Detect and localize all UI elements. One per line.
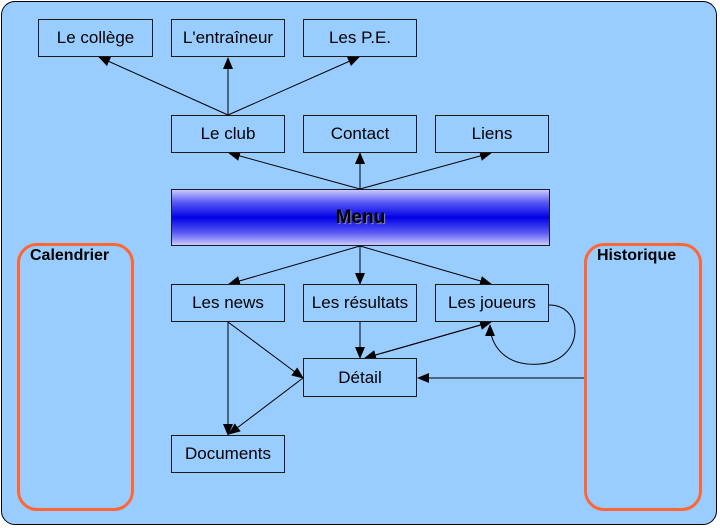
node-les-pe[interactable]: Les P.E. (303, 19, 417, 57)
node-label: Détail (338, 367, 382, 387)
node-label: Les P.E. (328, 28, 392, 47)
arrow-joueurs-self-loop (485, 304, 576, 365)
node-label: Le club (200, 124, 256, 143)
sidebar-calendrier-label: Calendrier (30, 247, 110, 264)
node-les-resultats[interactable]: Les résultats (303, 284, 417, 322)
node-label: Contact (330, 124, 390, 143)
node-l-entraineur[interactable]: L'entraîneur (171, 19, 285, 57)
arrow-menu-to-joueurs (359, 245, 492, 286)
arrow-joueurs-to-detail (364, 321, 492, 360)
node-les-joueurs[interactable]: Les joueurs (435, 284, 549, 322)
arrow-club-to-college (98, 56, 229, 116)
node-menu[interactable]: Menu (171, 189, 550, 246)
node-label: Documents (185, 444, 271, 463)
node-label: Liens (471, 124, 513, 143)
node-label: Le collège (56, 28, 135, 47)
arrow-news-to-detail (227, 321, 304, 379)
node-detail[interactable]: Détail (303, 358, 417, 397)
node-le-college[interactable]: Le collège (38, 19, 153, 57)
node-label: L'entraîneur (182, 28, 274, 47)
node-documents[interactable]: Documents (171, 435, 285, 473)
node-les-news[interactable]: Les news (171, 284, 285, 322)
sidebar-calendrier[interactable] (17, 243, 134, 511)
sidebar-historique[interactable] (584, 243, 702, 511)
arrow-detail-to-documents (228, 377, 304, 435)
arrow-menu-to-club (228, 151, 361, 190)
node-label: Les news (192, 293, 264, 312)
node-le-club[interactable]: Le club (171, 115, 285, 153)
node-contact[interactable]: Contact (303, 115, 417, 153)
menu-label: Menu (335, 206, 386, 228)
node-liens[interactable]: Liens (435, 115, 549, 153)
arrow-menu-to-news (228, 245, 361, 286)
sidebar-historique-label: Historique (597, 247, 677, 264)
arrow-club-to-pe (227, 56, 360, 116)
node-label: Les joueurs (448, 293, 536, 312)
arrow-menu-to-liens (359, 151, 492, 190)
node-label: Les résultats (311, 293, 409, 312)
